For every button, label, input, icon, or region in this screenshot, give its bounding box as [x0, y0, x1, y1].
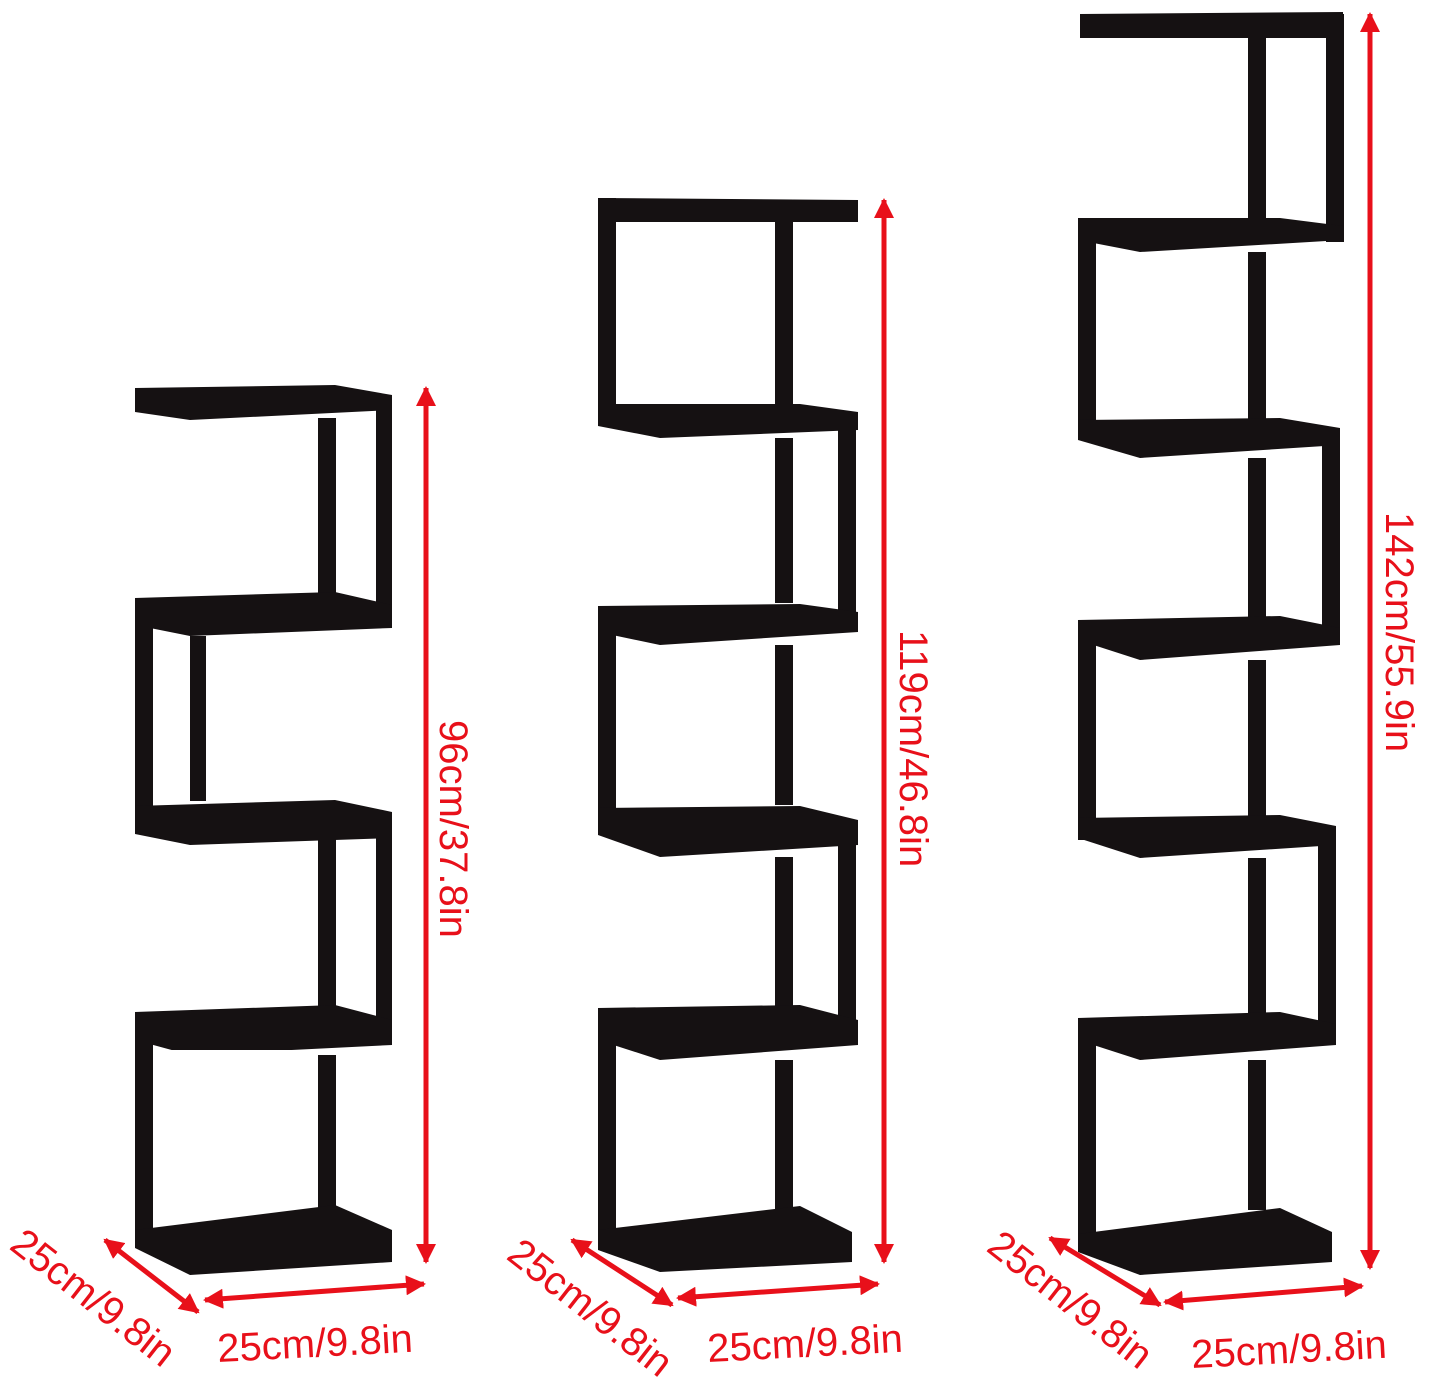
- height-label-large: 142cm/55.9in: [1377, 512, 1421, 752]
- height-label-small: 96cm/37.8in: [431, 720, 475, 938]
- width-label-large: 25cm/9.8in: [1190, 1323, 1388, 1377]
- shelf-small: [135, 385, 392, 1275]
- width-label-medium: 25cm/9.8in: [706, 1317, 904, 1371]
- width-label-small: 25cm/9.8in: [216, 1317, 414, 1371]
- shelf-medium: [598, 198, 858, 1272]
- height-label-medium: 119cm/46.8in: [891, 630, 935, 867]
- shelf-large: [1078, 12, 1344, 1275]
